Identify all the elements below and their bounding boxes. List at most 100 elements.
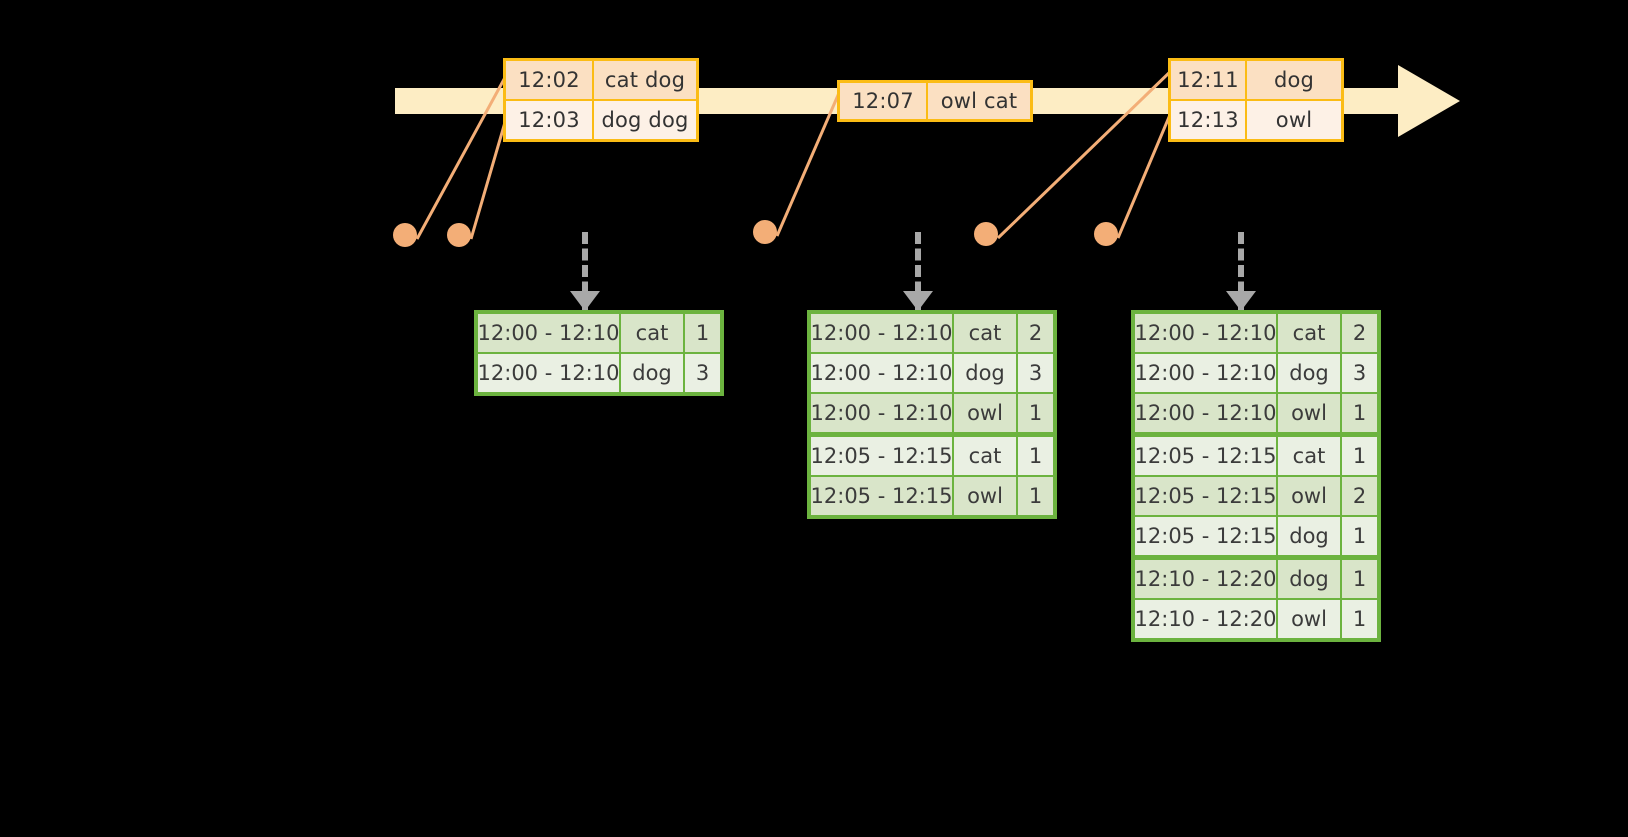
- cell-window: 12:00 - 12:10: [1135, 354, 1278, 392]
- cell-window: 12:10 - 12:20: [1135, 560, 1278, 598]
- cell-window: 12:00 - 12:10: [478, 314, 621, 352]
- cell-count: 2: [1342, 314, 1377, 352]
- cell-count: 2: [1018, 314, 1053, 352]
- cell-window: 12:05 - 12:15: [1135, 477, 1278, 515]
- cell-word: cat: [1278, 314, 1342, 352]
- cell-word: cat: [954, 314, 1018, 352]
- cell-word: owl: [1278, 477, 1342, 515]
- cell-count: 1: [1342, 517, 1377, 555]
- dashed-arrow-to-table-2: [903, 232, 933, 311]
- arrow-head-icon: [903, 291, 933, 311]
- arrow-head-icon: [570, 291, 600, 311]
- cell-window: 12:00 - 12:10: [478, 354, 621, 392]
- event-words: dog: [1247, 61, 1341, 99]
- dashed-stem: [915, 232, 921, 310]
- dashed-stem: [582, 232, 588, 310]
- connector-line-4: [996, 68, 1174, 240]
- connector-line-1: [415, 71, 510, 240]
- event-time: 12:02: [506, 61, 594, 99]
- event-time: 12:11: [1171, 61, 1247, 99]
- arrow-head-icon: [1226, 291, 1256, 311]
- cell-count: 1: [1342, 560, 1377, 598]
- cell-word: dog: [621, 354, 685, 392]
- cell-window: 12:00 - 12:10: [1135, 394, 1278, 432]
- cell-count: 1: [1342, 394, 1377, 432]
- dashed-arrow-to-table-3: [1226, 232, 1256, 311]
- event-words: cat dog: [594, 61, 696, 99]
- connector-dot-2: [447, 223, 471, 247]
- cell-window: 12:05 - 12:15: [811, 437, 954, 475]
- cell-word: dog: [1278, 354, 1342, 392]
- dashed-arrow-to-table-1: [570, 232, 600, 311]
- event-time: 12:07: [840, 83, 928, 119]
- cell-window: 12:00 - 12:10: [811, 354, 954, 392]
- timeline-arrow-icon: [1398, 65, 1460, 137]
- event-time: 12:13: [1171, 101, 1247, 139]
- connector-line-5: [1116, 109, 1174, 239]
- cell-count: 1: [1018, 477, 1053, 515]
- cell-word: owl: [954, 477, 1018, 515]
- connector-line-2: [469, 111, 510, 240]
- event-time: 12:03: [506, 101, 594, 139]
- cell-count: 3: [1342, 354, 1377, 392]
- event-words: dog dog: [594, 101, 696, 139]
- cell-word: owl: [1278, 600, 1342, 638]
- cell-window: 12:00 - 12:10: [811, 394, 954, 432]
- cell-word: dog: [954, 354, 1018, 392]
- cell-count: 2: [1342, 477, 1377, 515]
- cell-count: 3: [685, 354, 720, 392]
- cell-count: 1: [1342, 437, 1377, 475]
- cell-word: owl: [1278, 394, 1342, 432]
- cell-word: owl: [954, 394, 1018, 432]
- cell-count: 1: [685, 314, 720, 352]
- cell-count: 1: [1018, 437, 1053, 475]
- cell-word: cat: [621, 314, 685, 352]
- connector-dot-1: [393, 223, 417, 247]
- cell-window: 12:00 - 12:10: [811, 314, 954, 352]
- cell-window: 12:05 - 12:15: [1135, 437, 1278, 475]
- cell-window: 12:10 - 12:20: [1135, 600, 1278, 638]
- connector-dot-5: [1094, 222, 1118, 246]
- dashed-stem: [1238, 232, 1244, 310]
- cell-count: 1: [1342, 600, 1377, 638]
- cell-word: dog: [1278, 517, 1342, 555]
- cell-window: 12:05 - 12:15: [811, 477, 954, 515]
- connector-dot-3: [753, 220, 777, 244]
- cell-count: 1: [1018, 394, 1053, 432]
- cell-word: dog: [1278, 560, 1342, 598]
- cell-word: cat: [954, 437, 1018, 475]
- event-words: owl cat: [928, 83, 1030, 119]
- event-words: owl: [1247, 101, 1341, 139]
- cell-window: 12:00 - 12:10: [1135, 314, 1278, 352]
- cell-window: 12:05 - 12:15: [1135, 517, 1278, 555]
- connector-dot-4: [974, 222, 998, 246]
- cell-word: cat: [1278, 437, 1342, 475]
